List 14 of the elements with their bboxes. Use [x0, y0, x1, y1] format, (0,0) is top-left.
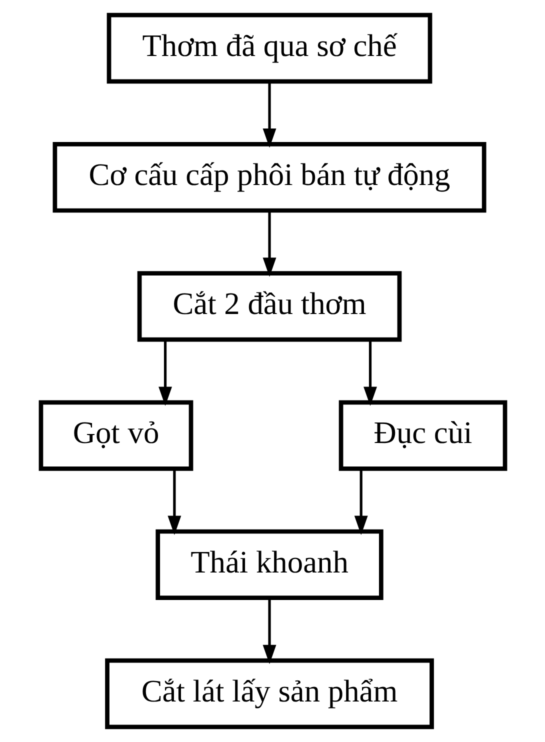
node-box: Thơm đã qua sơ chế — [106, 12, 432, 84]
node-box: Gọt vỏ — [38, 400, 193, 471]
arrow — [262, 598, 276, 664]
arrow — [158, 340, 172, 406]
node-box: Cắt 2 đầu thơm — [136, 271, 402, 342]
node-box: Đục cùi — [338, 400, 507, 471]
arrow — [354, 468, 368, 536]
arrow — [262, 82, 276, 148]
arrow — [167, 468, 181, 536]
arrow — [363, 340, 376, 406]
node-box: Thái khoanh — [155, 529, 383, 600]
node-box: Cơ cấu cấp phôi bán tự động — [52, 142, 486, 213]
arrow — [262, 210, 276, 277]
node-box: Cắt lát lấy sản phẩm — [104, 658, 434, 730]
